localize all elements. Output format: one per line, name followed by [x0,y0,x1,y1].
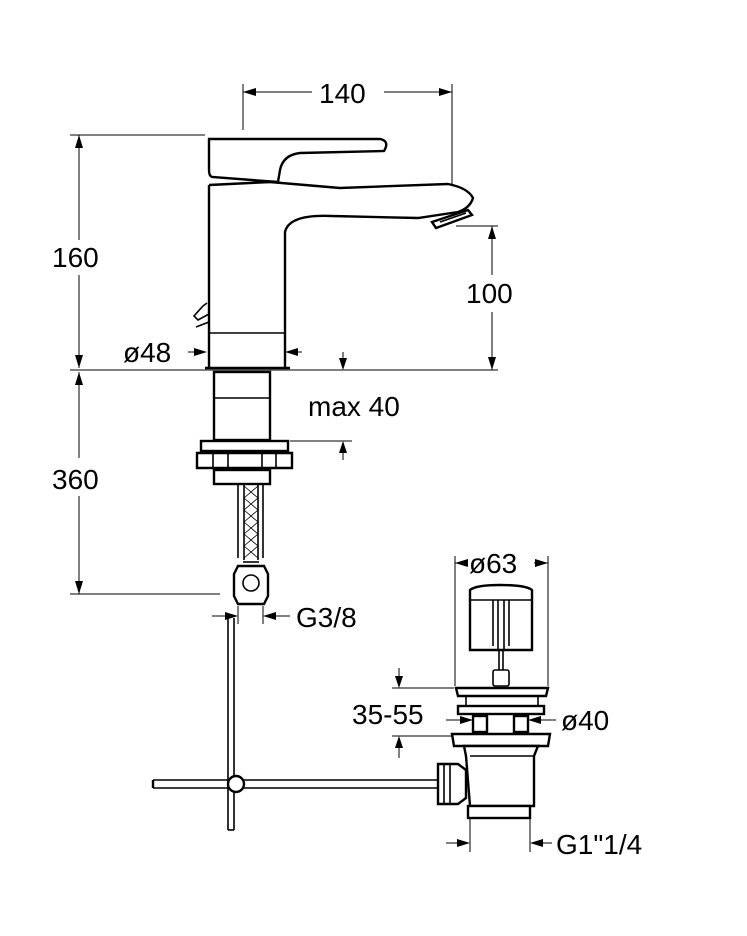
flexible-hose [232,484,270,606]
dimension-lines [70,84,556,852]
dimension-labels: 140 160 100 ø48 max 40 360 G3/8 ø63 35-5… [52,78,642,860]
spout [208,180,475,368]
label-waste-top-diameter: ø63 [469,548,517,579]
label-base-diameter: ø48 [123,337,171,368]
shank [212,370,272,442]
label-max-deck: max 40 [308,391,400,422]
linkage-pivot [226,774,246,794]
tap-body [192,137,475,486]
fixing-nut [195,451,294,470]
label-spout-height: 100 [466,278,513,309]
popup-rod [192,302,210,321]
waste-assembly [436,583,552,820]
waste-collar [450,732,552,748]
waste-outlet [466,804,532,820]
hose-nut [232,564,270,606]
label-hose-thread: G3/8 [296,602,357,633]
waste-body [462,744,540,808]
label-tap-height: 160 [52,242,99,273]
waste-plug [468,583,534,652]
waste-flange [454,686,550,698]
popup-linkage [151,618,440,831]
overflow-connector [436,762,468,806]
lever-handle [207,137,388,184]
label-waste-thread: G1"1/4 [556,829,642,860]
label-waste-hole-diameter: ø40 [561,705,609,736]
label-clamp-range: 35-55 [352,699,424,730]
fixing-plate [199,439,290,453]
label-spout-reach: 140 [319,78,366,109]
label-hose-length: 360 [52,464,99,495]
